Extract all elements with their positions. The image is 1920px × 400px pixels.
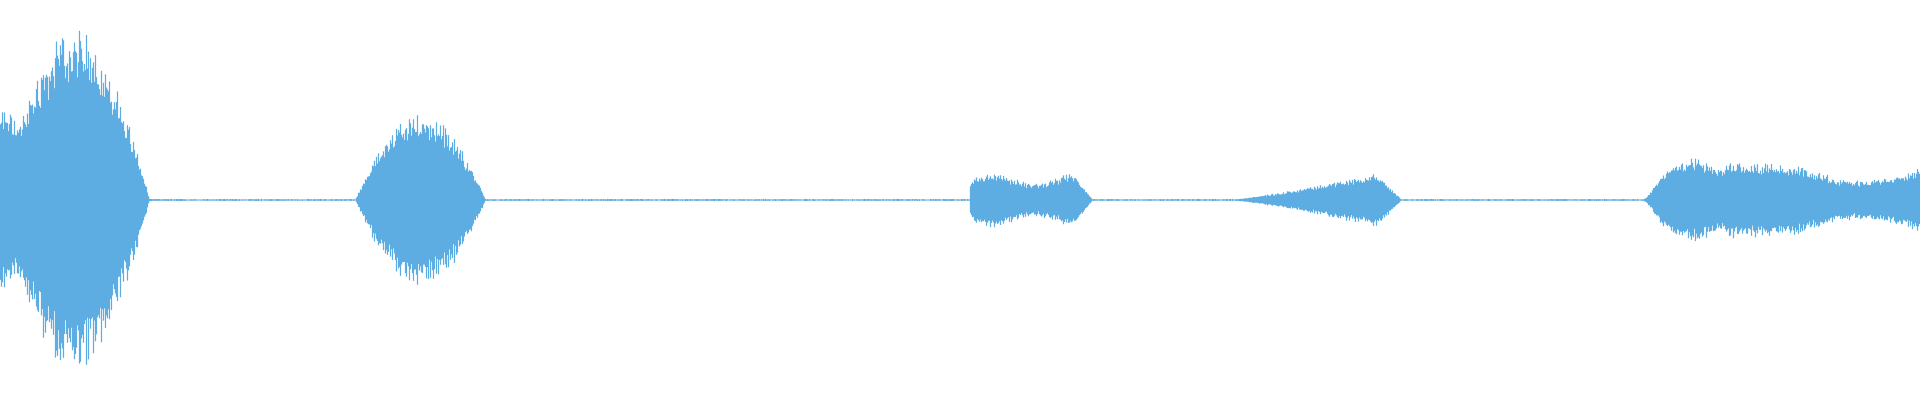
- waveform-bars: [0, 30, 1920, 365]
- waveform-path: [0, 30, 1920, 365]
